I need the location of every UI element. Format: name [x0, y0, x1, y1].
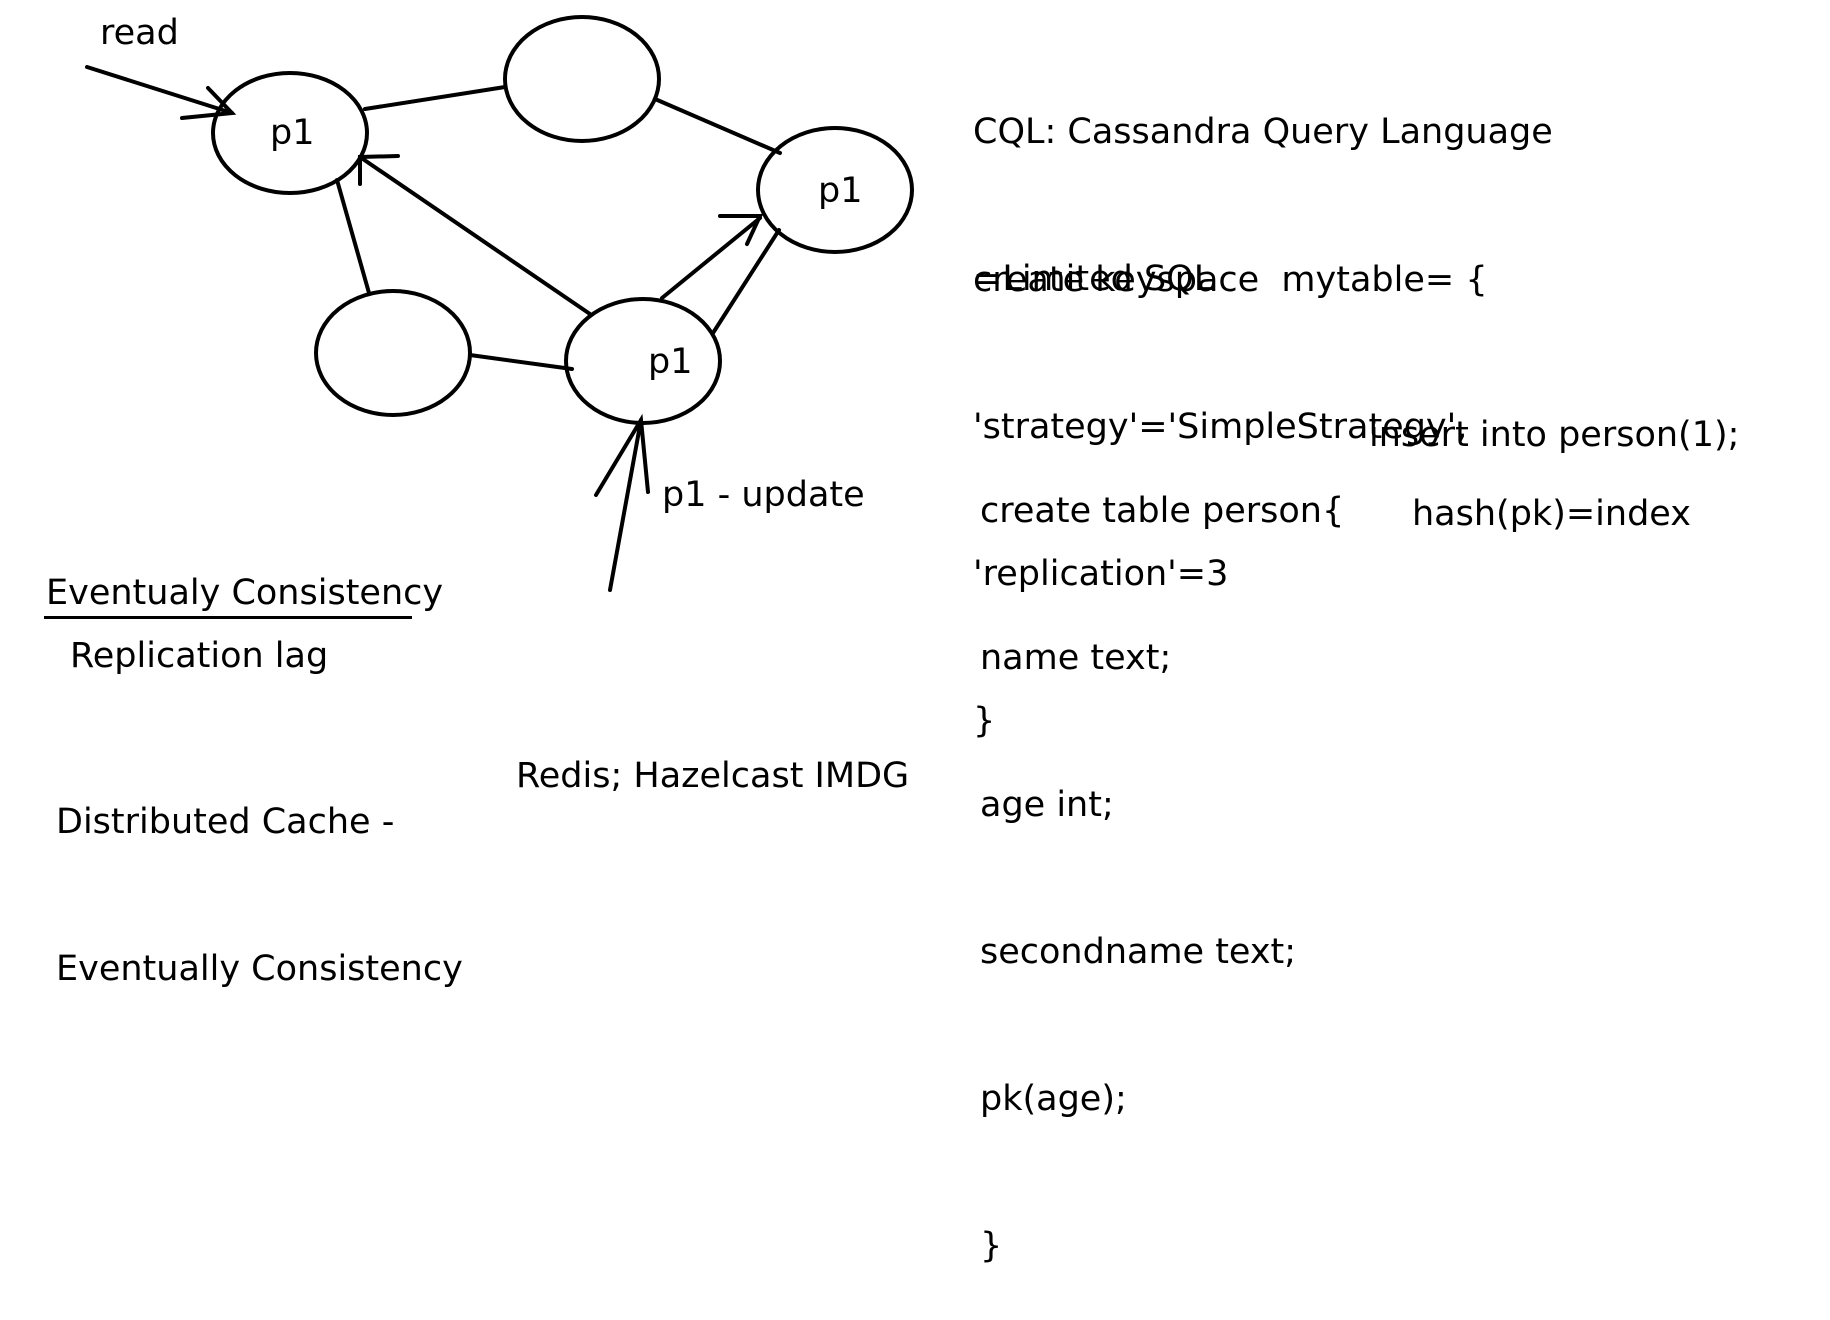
edge-n1-n4 [335, 178, 371, 295]
node-n4 [314, 289, 472, 417]
distributed-cache-note: Distributed Cache - Eventually Consisten… [56, 700, 463, 1043]
cql-title-line-2: =Limited SQL [973, 259, 1214, 299]
cql-title-block: CQL: Cassandra Query Language =Limited S… [973, 10, 1553, 353]
read-arrowhead [180, 86, 237, 120]
table-line: secondname text; [980, 932, 1297, 972]
node-n1-label: p1 [270, 113, 315, 153]
edge-n5-n3 [711, 228, 781, 335]
table-line: name text; [980, 638, 1172, 678]
edge-n4-n5 [468, 353, 574, 371]
keyspace-line: 'strategy'='SimpleStrategy', [973, 407, 1468, 447]
replication-lag-text: Replication lag [70, 636, 329, 676]
table-line: create table person{ [980, 491, 1345, 531]
heading-underline [44, 616, 412, 619]
update-arrowhead [594, 413, 650, 497]
read-arrow [85, 65, 234, 115]
edge-n2-n3 [653, 97, 782, 155]
eventual-consistency-heading: Eventualy Consistency [46, 573, 444, 613]
arrowhead-n3 [718, 214, 764, 246]
node-n5 [564, 297, 722, 425]
keyspace-line: create keyspace mytable= { [973, 260, 1488, 300]
node-n3-label: p1 [818, 171, 863, 211]
node-n3 [756, 126, 914, 254]
keyspace-line: } [973, 701, 996, 741]
replication-diagram: p1 p1 p1 read p1 - update [85, 13, 914, 592]
update-label: p1 - update [662, 475, 865, 515]
node-n2 [503, 15, 661, 143]
table-line: } [980, 1226, 1003, 1266]
keyspace-line: 'replication'=3 [973, 554, 1229, 594]
hash-formula: hash(pk)=index [1412, 494, 1691, 534]
create-keyspace-block: create keyspace mytable= { 'strategy'='S… [973, 158, 1488, 795]
redis-hazelcast-text: Redis; Hazelcast IMDG [516, 756, 910, 796]
node-n5-label: p1 [648, 342, 693, 382]
edge-n5-n1-arrow [358, 155, 592, 316]
read-label: read [100, 13, 179, 53]
table-line: age int; [980, 785, 1114, 825]
update-arrow [608, 418, 643, 592]
insert-statement: insert into person(1); [1369, 415, 1740, 455]
node-n1 [211, 71, 369, 195]
edge-n1-n2 [363, 85, 507, 111]
distributed-cache-line-2: Eventually Consistency [56, 949, 463, 989]
cql-title-line-1: CQL: Cassandra Query Language [973, 112, 1553, 152]
table-line: pk(age); [980, 1079, 1127, 1119]
edge-n5-n3-arrow [660, 216, 762, 300]
distributed-cache-line-1: Distributed Cache - [56, 802, 395, 842]
create-table-block: create table person{ name text; age int;… [980, 389, 1344, 1320]
